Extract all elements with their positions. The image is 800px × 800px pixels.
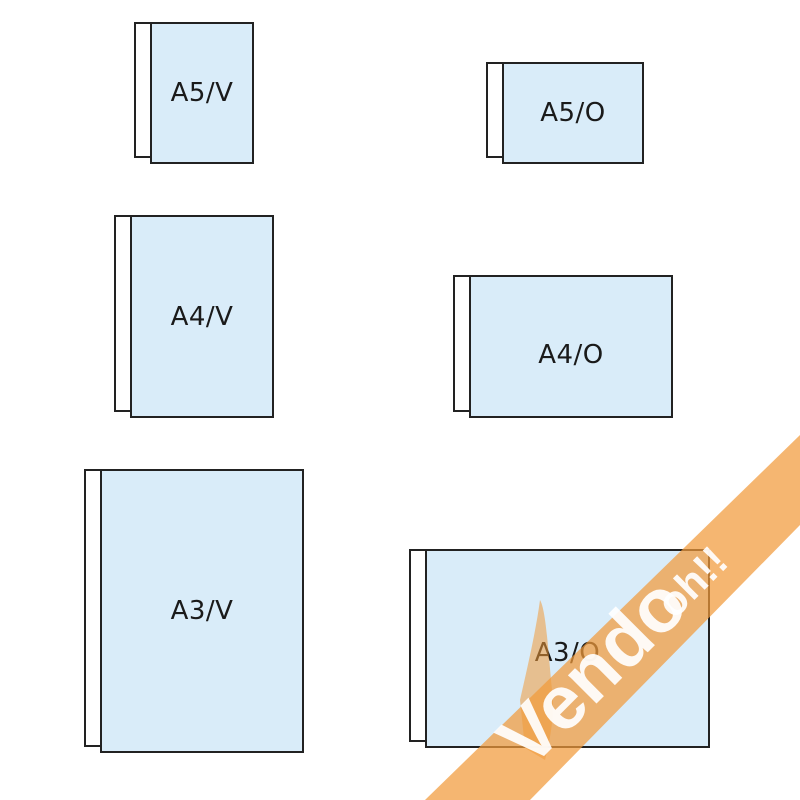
format-label: A3/V bbox=[170, 596, 234, 626]
sheet-front: A3/V bbox=[100, 469, 304, 753]
sheet-front: A4/O bbox=[469, 275, 673, 418]
format-a3-vertical: A3/V bbox=[84, 469, 304, 753]
format-a5-horizontal: A5/O bbox=[486, 62, 644, 164]
sheet-front: A5/O bbox=[502, 62, 644, 164]
format-a3-horizontal: A3/O bbox=[409, 549, 710, 748]
format-label: A3/O bbox=[534, 637, 601, 668]
format-a4-vertical: A4/V bbox=[114, 215, 274, 418]
sheet-front: A4/V bbox=[130, 215, 274, 418]
sheet-front: A3/O bbox=[425, 549, 710, 748]
sheet-front: A5/V bbox=[150, 22, 254, 164]
format-a4-horizontal: A4/O bbox=[453, 275, 673, 418]
format-label: A4/V bbox=[170, 301, 234, 332]
format-label: A4/O bbox=[538, 339, 604, 370]
format-label: A5/O bbox=[540, 98, 606, 128]
format-label: A5/V bbox=[170, 78, 234, 108]
format-a5-vertical: A5/V bbox=[134, 22, 254, 164]
